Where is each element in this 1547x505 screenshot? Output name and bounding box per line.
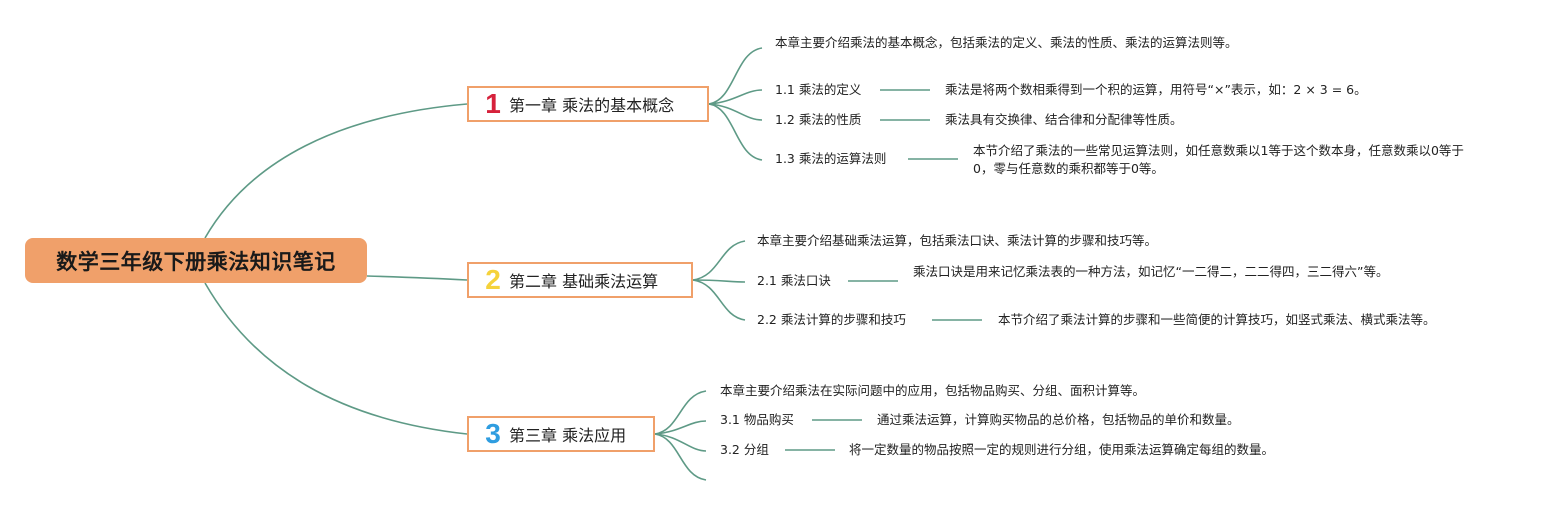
connector-ch3-intro — [654, 390, 707, 435]
connector-ch3-s1 — [654, 420, 707, 435]
chapter-1-section-1-title: 1.1 乘法的定义 — [775, 82, 862, 97]
chapter-1-title: 第一章 乘法的基本概念 — [509, 96, 675, 115]
chapter-1-section-2-title: 1.2 乘法的性质 — [775, 112, 862, 127]
chapter-3-title: 第三章 乘法应用 — [509, 426, 627, 445]
connector-root-ch2 — [366, 275, 468, 281]
chapter-1-section-2-detail: 乘法具有交换律、结合律和分配律等性质。 — [945, 112, 1183, 127]
connector-ch3-empty — [654, 433, 707, 481]
connector-ch2-s1 — [692, 279, 746, 283]
chapter-3-section-1-detail: 通过乘法运算，计算购买物品的总价格，包括物品的单价和数量。 — [877, 412, 1240, 427]
root-node[interactable]: 数学三年级下册乘法知识笔记 — [25, 238, 367, 283]
connector-ch1-s2 — [708, 103, 763, 121]
chapter-1-section-1-detail: 乘法是将两个数相乘得到一个积的运算，用符号“×”表示，如：2 × 3 = 6。 — [945, 82, 1367, 97]
chapter-1-number-icon: 1 — [485, 88, 501, 119]
chapter-1-section-3-detail: 本节介绍了乘法的一些常见运算法则，如任意数乘以1等于这个数本身，任意数乘以0等于… — [973, 143, 1464, 176]
chapter-2-section-1-title: 2.1 乘法口诀 — [757, 273, 831, 288]
connector-ch1-s1 — [708, 89, 763, 105]
chapter-2-number-icon: 2 — [485, 264, 501, 295]
chapter-1-node[interactable]: 1 第一章 乘法的基本概念 — [467, 86, 709, 122]
chapter-1-intro: 本章主要介绍乘法的基本概念，包括乘法的定义、乘法的性质、乘法的运算法则等。 — [775, 35, 1238, 50]
chapter-3-number-icon: 3 — [485, 418, 501, 449]
chapter-2-section-2-detail: 本节介绍了乘法计算的步骤和一些简便的计算技巧，如竖式乘法、横式乘法等。 — [998, 312, 1436, 327]
chapter-3-section-2-detail: 将一定数量的物品按照一定的规则进行分组，使用乘法运算确定每组的数量。 — [849, 442, 1275, 457]
chapter-1-section-3-title: 1.3 乘法的运算法则 — [775, 151, 887, 166]
connector-ch2-intro — [692, 240, 746, 281]
connector-root-ch3 — [204, 282, 468, 435]
connector-root-ch1 — [204, 103, 468, 239]
chapter-2-node[interactable]: 2 第二章 基础乘法运算 — [467, 262, 693, 298]
connector-ch1-intro — [708, 47, 763, 105]
chapter-3-section-1-title: 3.1 物品购买 — [720, 412, 794, 427]
chapter-3-section-2-title: 3.2 分组 — [720, 442, 769, 457]
chapter-2-section-2-title: 2.2 乘法计算的步骤和技巧 — [757, 312, 906, 327]
chapter-3-intro: 本章主要介绍乘法在实际问题中的应用，包括物品购买、分组、面积计算等。 — [720, 383, 1146, 398]
root-title: 数学三年级下册乘法知识笔记 — [56, 249, 336, 274]
chapter-2-intro: 本章主要介绍基础乘法运算，包括乘法口诀、乘法计算的步骤和技巧等。 — [757, 233, 1158, 248]
chapter-2-title: 第二章 基础乘法运算 — [509, 272, 659, 291]
connector-ch1-s3 — [708, 103, 763, 161]
chapter-3-node[interactable]: 3 第三章 乘法应用 — [467, 416, 655, 452]
connector-ch2-s2 — [692, 279, 746, 321]
chapter-2-section-1-detail: 乘法口诀是用来记忆乘法表的一种方法，如记忆“一二得二，二二得四，三二得六”等。 — [913, 264, 1389, 279]
